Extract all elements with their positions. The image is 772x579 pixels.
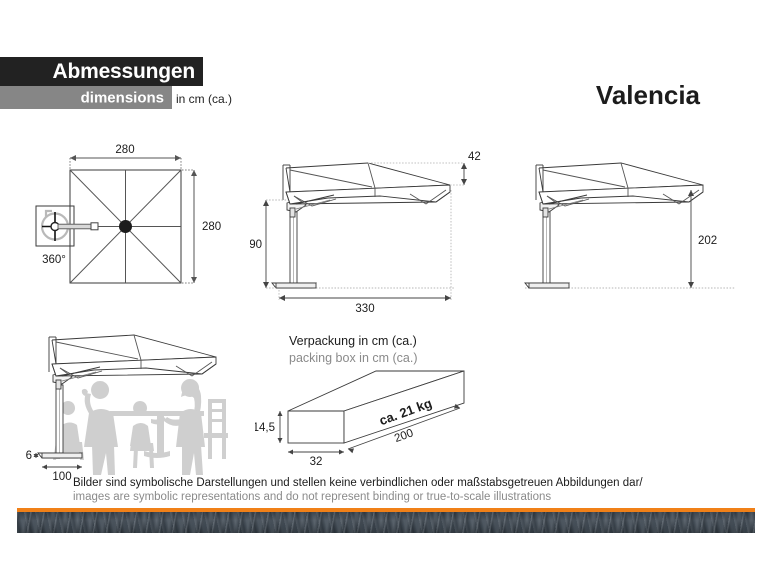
scene-view-base-thickness-label: 6 [26,450,32,462]
side-view-dimensions-drawing: 42 190 330 [250,140,495,315]
side-view-total-height-drawing: 202 [505,140,755,315]
scene-view-drawing: 6 100 [18,315,268,483]
packing-box-length-label: 200 [393,427,415,445]
top-view-drawing: 280 280 360° [18,132,248,314]
disclaimer-en: images are symbolic representations and … [73,491,552,503]
side-view-clearance-label: 190 [250,239,262,251]
header-title-de: Abmessungen [52,59,196,83]
header-title-en: dimensions [80,89,164,106]
footer-stone-texture [17,512,755,533]
packing-box-drawing: 14,5 32 200 ca. 21 kg [255,365,490,465]
packing-box-height-label: 14,5 [255,422,275,434]
top-view-depth-label: 280 [202,221,221,233]
packing-box-title-en: packing box in cm (ca.) [289,351,418,365]
packing-box-width-label: 32 [310,456,323,465]
scene-view-base-width-label: 100 [52,471,71,483]
disclaimer-de: Bilder sind symbolische Darstellungen un… [73,477,643,489]
footer-banner [17,508,755,533]
footer-accent-stripe [17,508,755,512]
header-title-bar-de: Abmessungen [0,57,203,86]
side-view-total-height-label: 202 [698,235,717,247]
people-silhouette [53,379,228,475]
packing-box-title-de: Verpackung in cm (ca.) [289,334,417,348]
top-view-rotation-label: 360° [42,254,66,266]
header-title-bar-en: dimensions [0,86,172,109]
top-view-width-label: 280 [115,144,134,156]
header-unit-note: in cm (ca.) [176,92,233,106]
product-name: Valencia [595,80,700,110]
side-view-reach-label: 330 [355,303,374,315]
side-view-canopy-rise-label: 42 [468,151,481,163]
